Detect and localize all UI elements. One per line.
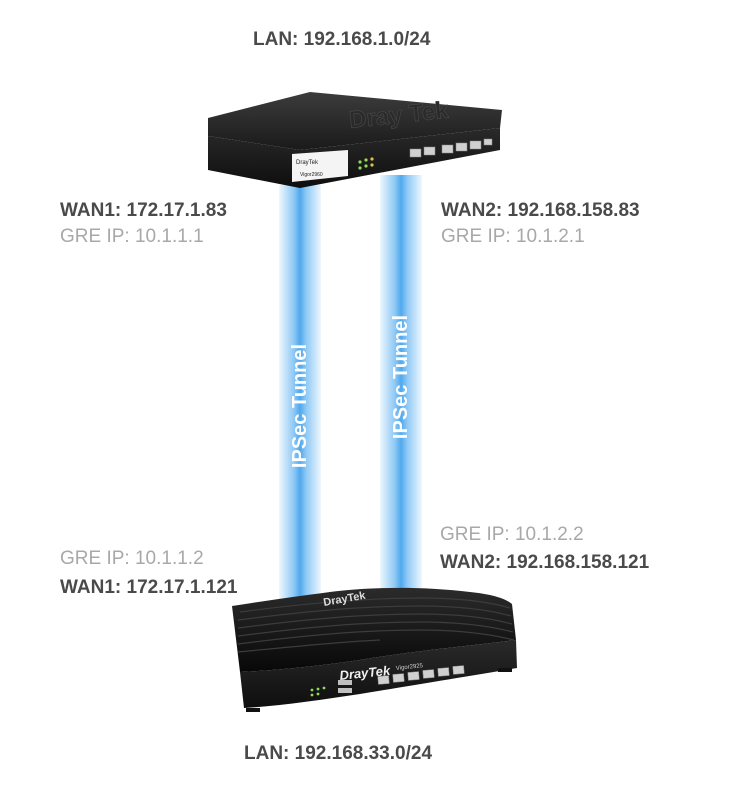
bottom-wan1-prefix: WAN1: (60, 577, 122, 598)
top-wan2-gre: GRE IP: 10.1.2.1 (441, 226, 585, 247)
bottom-wan1-label: WAN1: 172.17.1.121 (60, 577, 237, 599)
bottom-wan1-ip: 172.17.1.121 (126, 577, 238, 598)
top-wan1-label: WAN1: 172.17.1.83 (60, 200, 227, 222)
tunnel-label-left: IPSec Tunnel (289, 343, 311, 469)
bottom-wan2-gre: GRE IP: 10.1.2.2 (440, 524, 584, 545)
svg-text:Vigor2925: Vigor2925 (396, 663, 424, 672)
ipsec-tunnel-right (380, 175, 422, 595)
top-wan1-gre: GRE IP: 10.1.1.1 (60, 226, 204, 247)
svg-text:DrayTek: DrayTek (296, 160, 319, 166)
top-wan1-prefix: WAN1: (60, 200, 122, 221)
bottom-lan-label: LAN: 192.168.33.0/24 (244, 743, 433, 764)
top-lan-label: LAN: 192.168.1.0/24 (253, 29, 431, 50)
top-router: Dray Tek DrayTek Vigor2960 (208, 92, 502, 188)
svg-text:Vigor2960: Vigor2960 (300, 172, 323, 178)
bottom-router: DrayTek DrayTek Vigor2925 (232, 587, 517, 712)
bottom-wan1-gre: GRE IP: 10.1.1.2 (60, 548, 204, 569)
bottom-wan2-label: WAN2: 192.168.158.121 (440, 552, 649, 574)
top-wan1-ip: 172.17.1.83 (126, 200, 227, 221)
ipsec-tunnel-left (279, 185, 321, 605)
top-wan2-ip: 192.168.158.83 (507, 200, 640, 221)
top-wan2-label: WAN2: 192.168.158.83 (441, 200, 640, 222)
top-wan2-prefix: WAN2: (441, 200, 503, 221)
bottom-wan2-ip: 192.168.158.121 (506, 552, 650, 573)
bottom-wan2-prefix: WAN2: (440, 552, 502, 573)
tunnel-label-right: IPSec Tunnel (390, 314, 412, 440)
